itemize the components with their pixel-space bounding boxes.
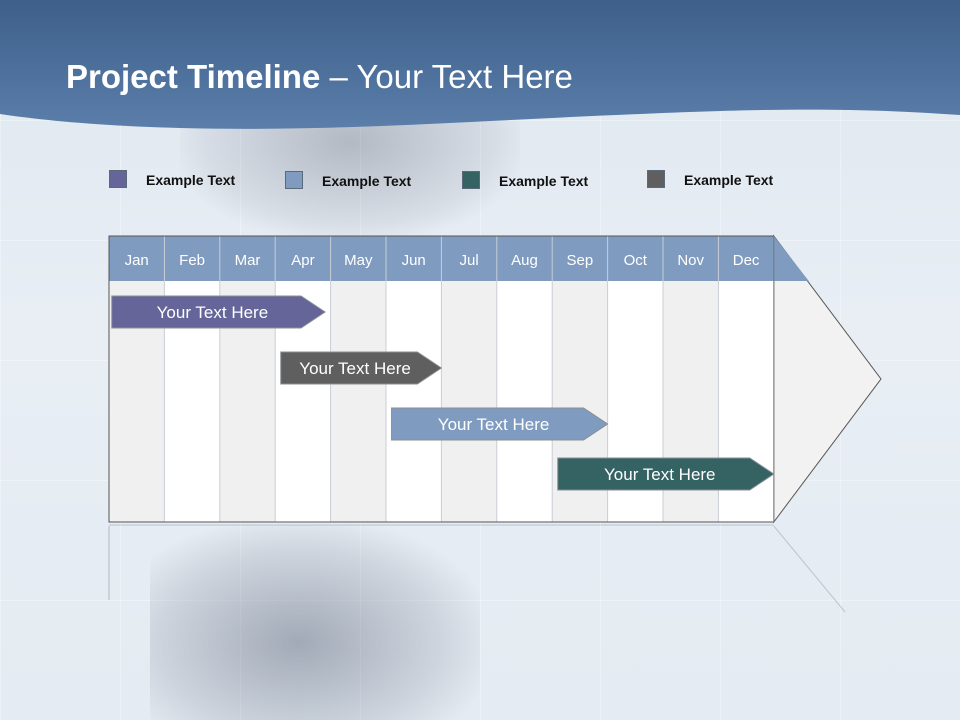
month-header-cell [109, 236, 165, 281]
month-label: Feb [179, 252, 205, 269]
task-label: Your Text Here [157, 303, 269, 322]
month-header-cell [607, 236, 663, 281]
month-header-cell [552, 236, 608, 281]
arrow-header-tip [773, 236, 809, 281]
month-label: Jun [402, 252, 426, 269]
month-column [441, 281, 497, 522]
task-bar [111, 295, 326, 329]
legend-swatch [462, 171, 480, 189]
month-label: Sep [567, 252, 594, 269]
month-label: Nov [677, 252, 704, 269]
month-column [330, 281, 386, 522]
month-column [496, 281, 553, 522]
task-label: Your Text Here [438, 415, 550, 434]
header-banner [0, 0, 960, 129]
reflection-line [773, 525, 846, 613]
legend-swatch [647, 170, 665, 188]
month-header-cell [275, 236, 331, 281]
page-title: Project Timeline – Your Text Here [66, 58, 573, 96]
month-header-cell [219, 236, 276, 281]
task-bar [391, 407, 609, 441]
month-header-cell [441, 236, 497, 281]
month-column [386, 281, 442, 522]
task-label: Your Text Here [299, 359, 411, 378]
month-header-cell [718, 236, 774, 281]
legend-label: Example Text [322, 173, 412, 189]
month-header-cell [496, 236, 553, 281]
month-label: Mar [235, 252, 261, 269]
month-label: Jul [460, 252, 479, 269]
month-header-cell [386, 236, 442, 281]
page-title-rest: – Your Text Here [320, 58, 573, 95]
task-label: Your Text Here [604, 465, 716, 484]
month-header-cell [663, 236, 719, 281]
month-label: Aug [511, 252, 538, 269]
task-bar [280, 351, 443, 385]
legend-label: Example Text [684, 172, 774, 188]
month-label: Apr [291, 252, 314, 269]
month-header-cell [164, 236, 220, 281]
month-label: Dec [733, 252, 760, 269]
month-header-cell [330, 236, 386, 281]
legend-swatch [109, 170, 127, 188]
background-figure-bottom [150, 525, 480, 720]
legend-label: Example Text [146, 172, 236, 188]
legend-swatch [285, 171, 303, 189]
month-label: Jan [125, 252, 149, 269]
timeline-outline [108, 235, 774, 523]
month-label: May [344, 252, 373, 269]
month-label: Oct [624, 252, 648, 269]
page-title-bold: Project Timeline [66, 58, 321, 95]
legend-label: Example Text [499, 173, 589, 189]
task-bar [557, 457, 775, 491]
